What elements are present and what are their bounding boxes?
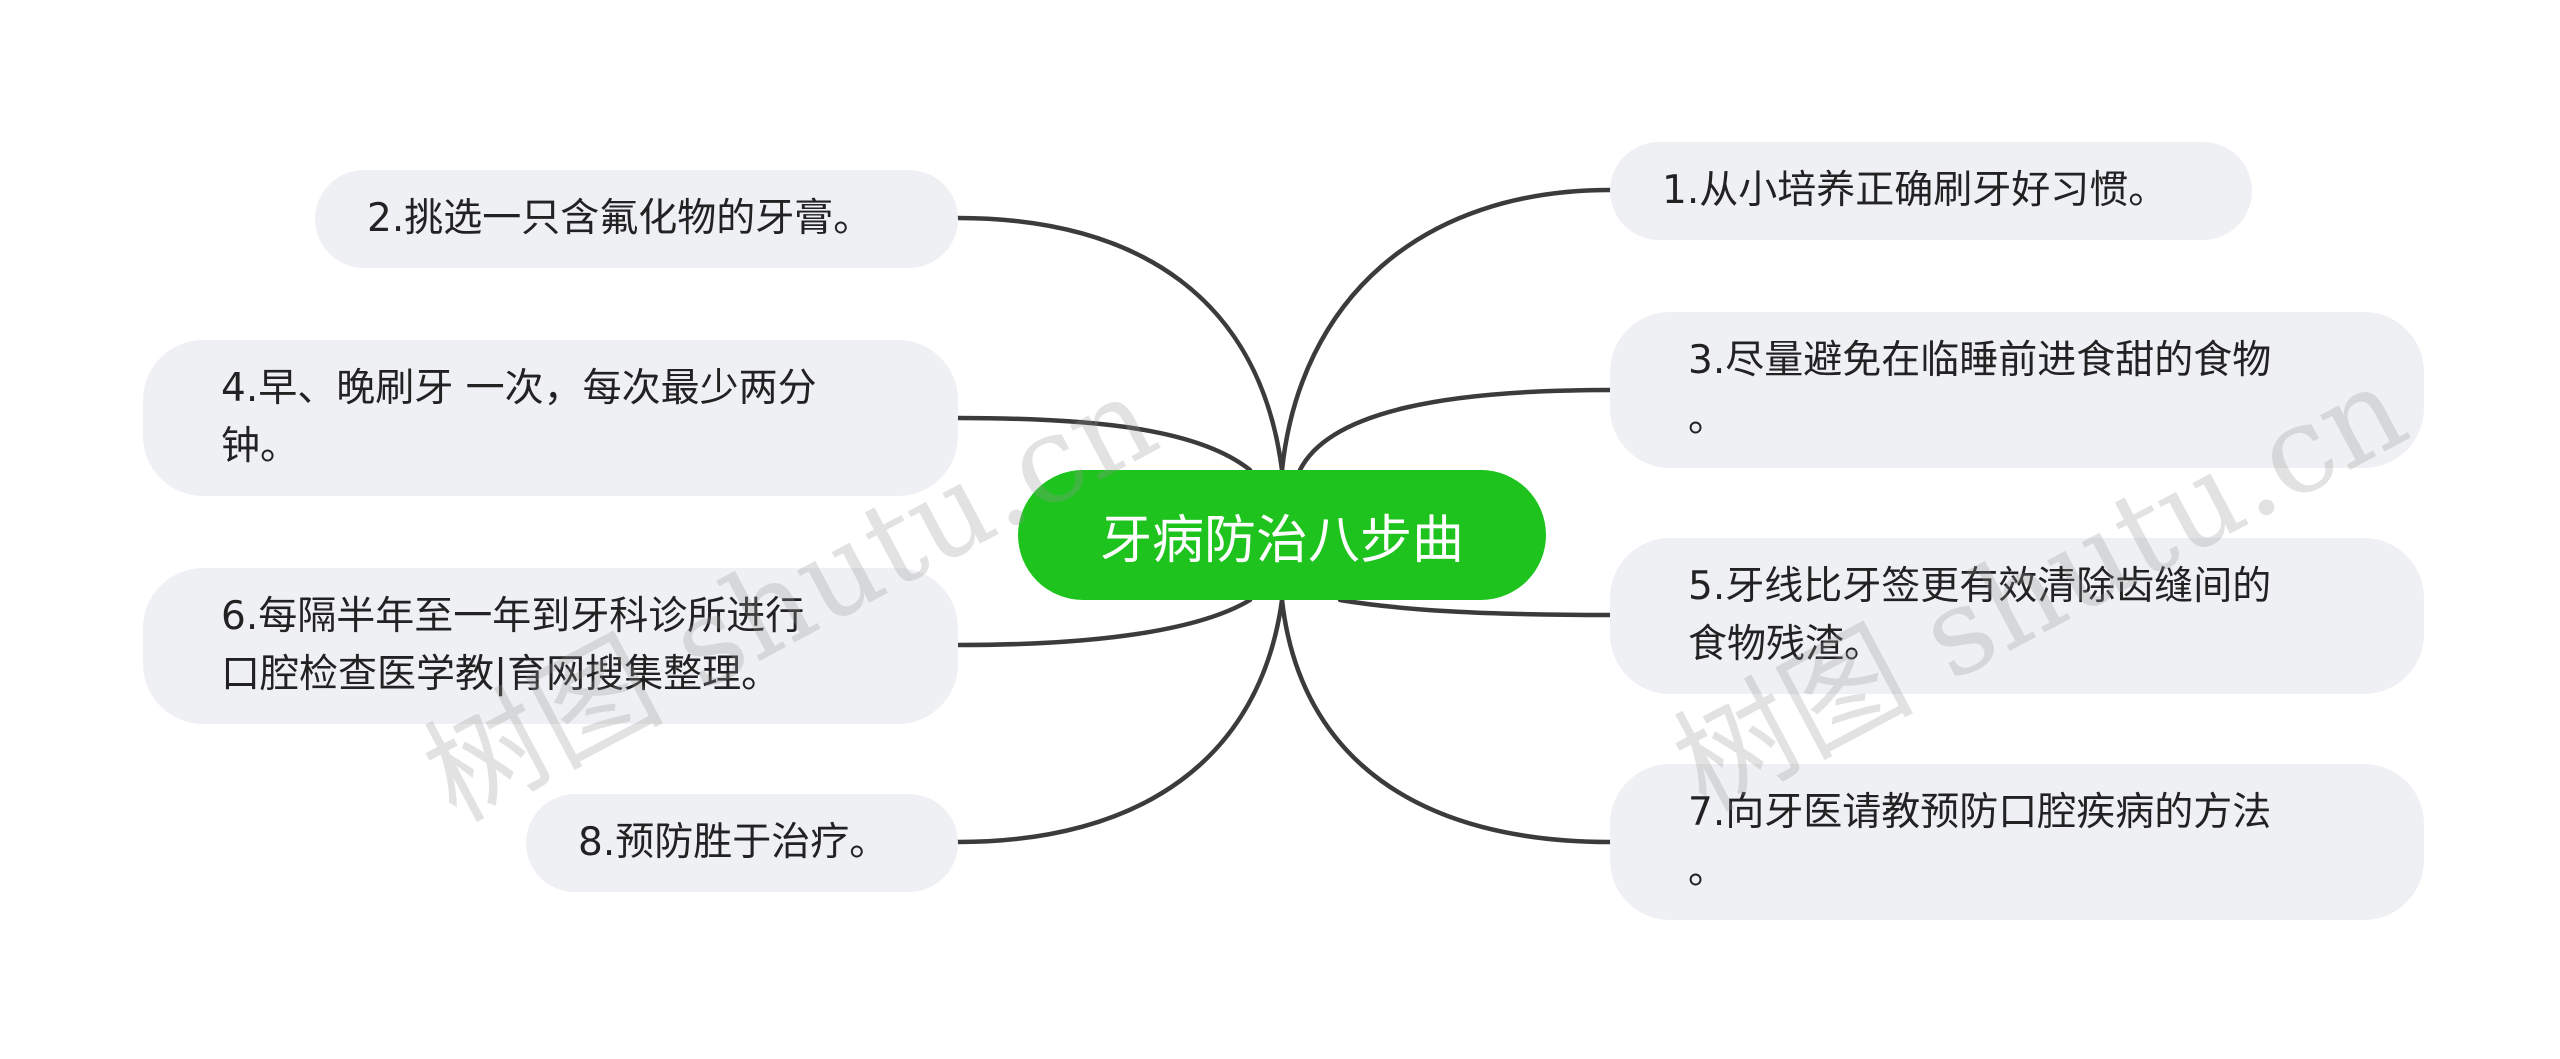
connector-b7	[1279, 597, 1613, 845]
connector-b1	[1279, 187, 1613, 473]
branch-node-5[interactable]: 5.牙线比牙签更有效清除齿缝间的 食物残渣。	[1610, 538, 2424, 694]
connector-b5	[1337, 597, 1613, 618]
branch-node-2[interactable]: 2.挑选一只含氟化物的牙膏。	[315, 170, 958, 268]
branch-node-3-text: 3.尽量避免在临睡前进食甜的食物 。	[1688, 338, 2272, 441]
branch-node-2-text: 2.挑选一只含氟化物的牙膏。	[367, 196, 873, 241]
branch-node-6[interactable]: 6.每隔半年至一年到牙科诊所进行 口腔检查医学教|育网搜集整理。	[143, 568, 958, 724]
branch-node-4-text: 4.早、晚刷牙 一次，每次最少两分 钟。	[221, 366, 817, 469]
connector-b2	[955, 215, 1285, 473]
branch-node-1-text: 1.从小培养正确刷牙好习惯。	[1662, 168, 2168, 213]
branch-node-8-text: 8.预防胜于治疗。	[578, 820, 889, 865]
branch-node-4[interactable]: 4.早、晚刷牙 一次，每次最少两分 钟。	[143, 340, 958, 496]
connector-b6	[955, 597, 1253, 648]
connector-b4	[955, 415, 1253, 473]
branch-node-7[interactable]: 7.向牙医请教预防口腔疾病的方法 。	[1610, 764, 2424, 920]
branch-node-6-text: 6.每隔半年至一年到牙科诊所进行 口腔检查医学教|育网搜集整理。	[221, 594, 805, 697]
connector-b3	[1297, 387, 1613, 473]
central-topic[interactable]: 牙病防治八步曲	[1018, 470, 1546, 600]
branch-node-7-text: 7.向牙医请教预防口腔疾病的方法 。	[1688, 790, 2272, 893]
branch-node-3[interactable]: 3.尽量避免在临睡前进食甜的食物 。	[1610, 312, 2424, 468]
central-topic-label: 牙病防治八步曲	[1099, 510, 1464, 571]
branch-node-1[interactable]: 1.从小培养正确刷牙好习惯。	[1610, 142, 2252, 240]
branch-node-5-text: 5.牙线比牙签更有效清除齿缝间的 食物残渣。	[1688, 564, 2272, 667]
connector-b8	[955, 597, 1285, 845]
branch-node-8[interactable]: 8.预防胜于治疗。	[526, 794, 958, 892]
